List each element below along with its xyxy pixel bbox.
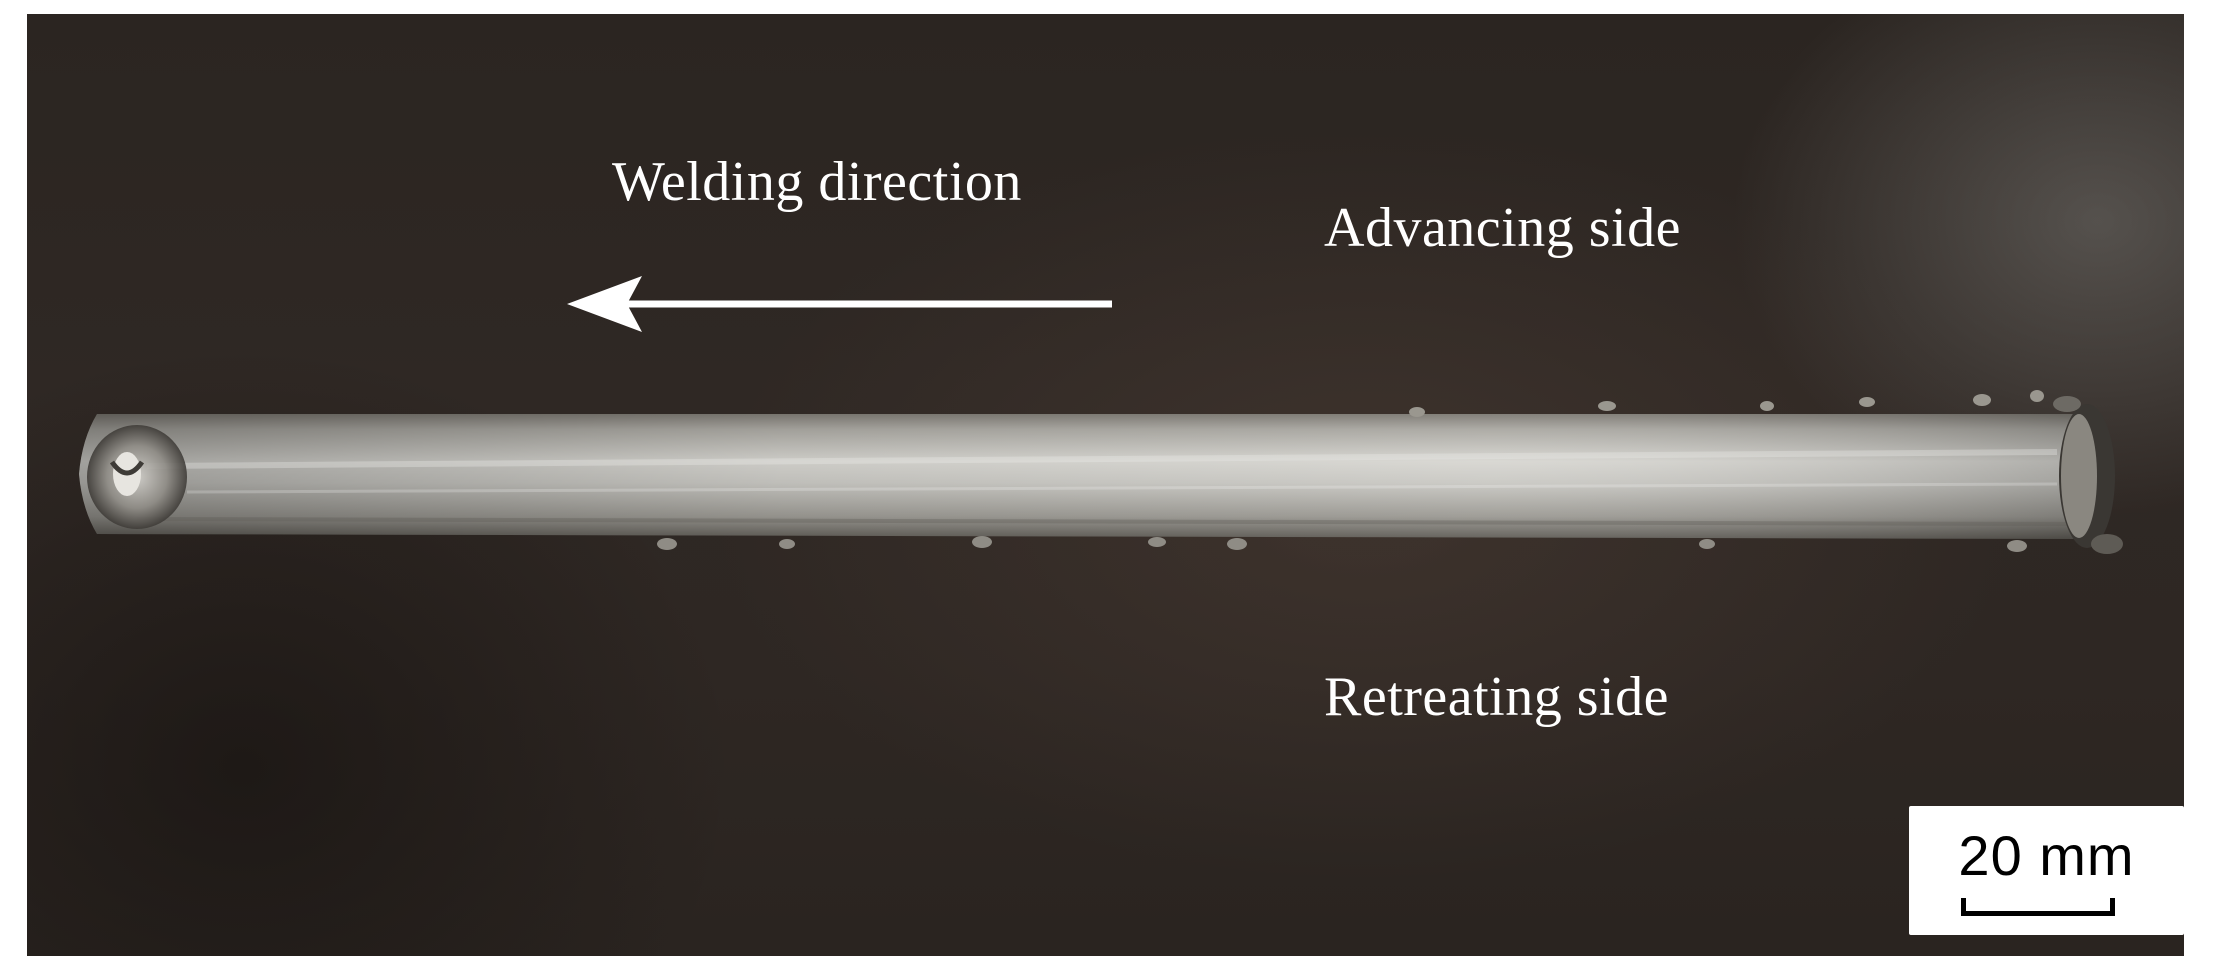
- arrow-left-icon: [567, 276, 1112, 332]
- weld-photo: Welding direction Advancing side Retreat…: [27, 14, 2184, 956]
- retreating-side-label: Retreating side: [1324, 666, 1669, 728]
- flash-advancing: [1409, 390, 2044, 417]
- flash-retreating: [657, 536, 2027, 552]
- advancing-side-label: Advancing side: [1324, 197, 1681, 259]
- exit-hole: [87, 425, 187, 529]
- weld-bead-graphic: [79, 276, 2123, 554]
- scale-bar-label: 20 mm: [1958, 824, 2135, 887]
- weld-start-end: [2053, 396, 2123, 554]
- welding-direction-label: Welding direction: [612, 151, 1022, 213]
- scale-bar-line: [1961, 898, 2115, 916]
- scale-bar: 20 mm: [1909, 806, 2184, 935]
